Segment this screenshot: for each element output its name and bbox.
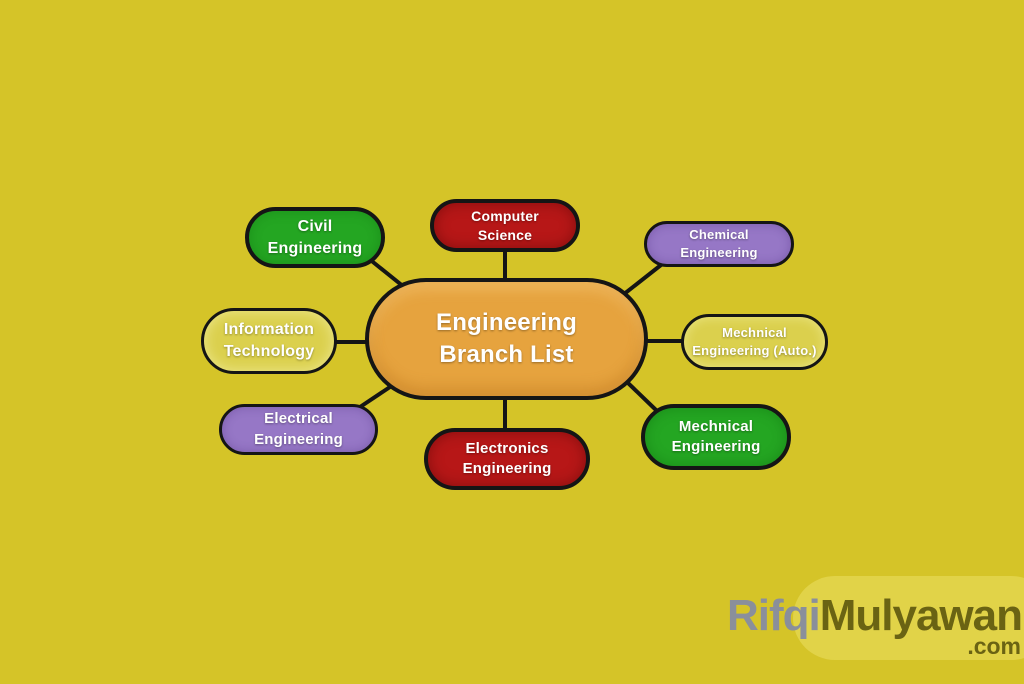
connector-mechnical-center <box>625 380 658 412</box>
node-mechnical-engineering-auto: Mechnical Engineering (Auto.) <box>681 314 828 370</box>
node-electronics-engineering: Electronics Engineering <box>424 428 590 490</box>
node-information-technology: Information Technology <box>201 308 337 374</box>
node-electrical-engineering: Electrical Engineering <box>219 404 378 455</box>
node-computer-science: Computer Science <box>430 199 580 252</box>
node-central-engineering-branch-list: Engineering Branch List <box>365 278 648 400</box>
node-mechnical-engineering: Mechnical Engineering <box>641 404 791 470</box>
node-civil-engineering: Civil Engineering <box>245 207 385 268</box>
node-chemical-engineering: Chemical Engineering <box>644 221 794 267</box>
